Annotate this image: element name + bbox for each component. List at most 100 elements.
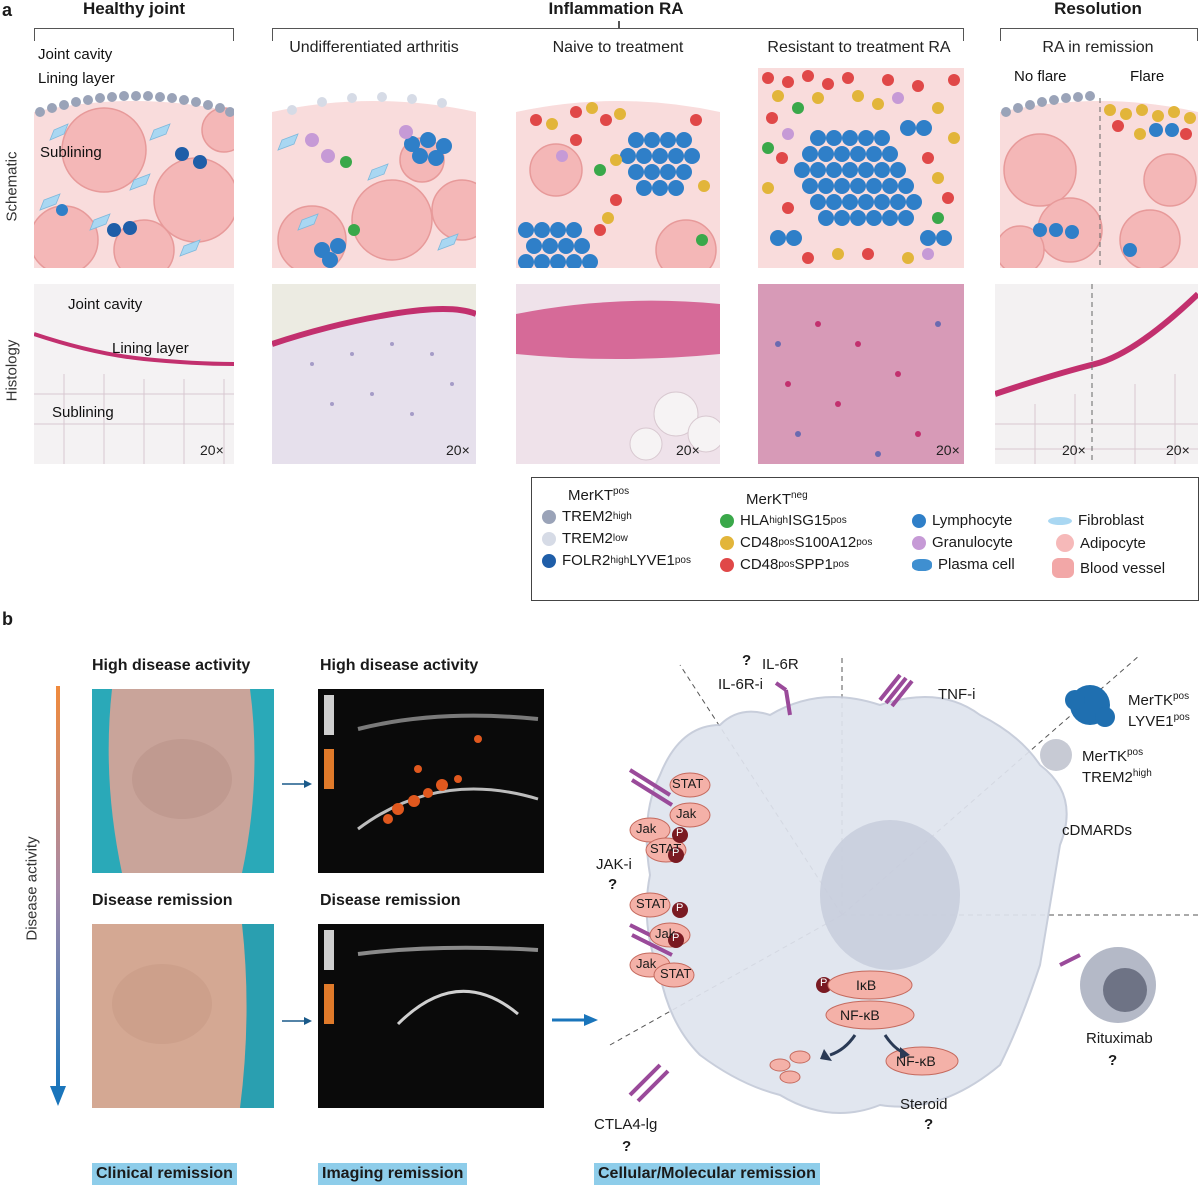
jak-i-question: ? — [608, 876, 618, 893]
folr2-icon — [542, 553, 556, 568]
cellular-remission-label: Cellular/Molecular remission — [594, 1163, 820, 1185]
legend-item-lymphocyte: Lymphocyte — [912, 512, 1012, 529]
legend-item-blood-vessel: Blood vessel — [1052, 558, 1165, 578]
label-ikb: IκB — [856, 977, 877, 993]
label-il6r-i: IL-6R-i — [718, 676, 764, 693]
label-nfkb-2: NF-κB — [896, 1053, 936, 1069]
col-title-naive: Naive to treatment — [552, 39, 684, 56]
histo-label-joint-cavity: Joint cavity — [68, 296, 143, 313]
label-p-4: P — [672, 932, 680, 944]
bracket-inflammation — [272, 21, 964, 41]
trem2-high-icon — [542, 509, 556, 524]
magnification-undifferentiated: 20× — [446, 442, 470, 458]
hla-icon — [720, 513, 734, 528]
group-title-inflammation: Inflammation RA — [548, 0, 684, 18]
clinical-remission-title: Disease remission — [92, 892, 233, 909]
magnification-naive: 20× — [676, 442, 700, 458]
legend-item-fibroblast: Fibroblast — [1048, 512, 1144, 529]
blood-vessel-icon — [1052, 558, 1074, 578]
label-il6r: IL-6R — [762, 656, 799, 673]
label-jak-1: Jak — [636, 821, 657, 836]
legend-item-plasma-cell: Plasma cell — [912, 556, 1015, 573]
label-p-3: P — [676, 902, 684, 914]
clinical-high-title: High disease activity — [92, 657, 251, 674]
knee-photo-remission — [92, 924, 274, 1108]
schematic-undifferentiated — [272, 92, 476, 268]
disease-activity-arrow — [50, 686, 66, 1106]
histology-healthy — [34, 284, 234, 464]
ctla4-question: ? — [622, 1138, 632, 1155]
group-title-resolution: Resolution — [1054, 0, 1142, 18]
label-cdmards: cDMARDs — [1062, 822, 1132, 839]
histology-naive — [516, 284, 720, 464]
label-sublining: Sublining — [40, 144, 102, 161]
macrophage-diagram — [609, 654, 1200, 1114]
label-flare: Flare — [1130, 68, 1165, 85]
label-jak-3: Jak — [655, 926, 676, 941]
label-jak-4: Jak — [636, 956, 657, 971]
label-lining-layer: Lining layer — [38, 70, 115, 87]
disease-activity-label: Disease activity — [23, 836, 41, 941]
label-joint-cavity: Joint cavity — [38, 46, 113, 63]
schematic-healthy — [34, 91, 234, 268]
magnification-healthy: 20× — [200, 442, 224, 458]
steroid-question: ? — [924, 1116, 934, 1133]
cd48-spp1-icon — [720, 557, 734, 572]
col-title-remission: RA in remission — [1042, 39, 1154, 56]
magnification-remission-flare: 20× — [1166, 442, 1190, 458]
panel-b-letter: b — [2, 609, 13, 629]
knee-photo-high — [92, 689, 274, 873]
imaging-remission-title: Disease remission — [320, 892, 461, 909]
legend-header-merkt-neg: MerKTneg — [746, 490, 808, 508]
histo-label-lining-layer: Lining layer — [112, 340, 189, 357]
magnification-remission-noflare: 20× — [1062, 442, 1086, 458]
plasma-cell-icon — [912, 558, 932, 571]
il6r-question: ? — [742, 652, 752, 669]
histology-undifferentiated — [272, 284, 476, 464]
clinical-remission-label: Clinical remission — [92, 1163, 237, 1185]
bracket-healthy — [34, 28, 234, 41]
arrow-to-cellular — [552, 1014, 598, 1026]
row-label-schematic: Schematic — [3, 151, 21, 222]
col-title-resistant: Resistant to treatment RA — [767, 39, 951, 56]
cd48-s100a12-icon — [720, 535, 734, 550]
label-jak-i: JAK-i — [596, 856, 632, 873]
lymphocyte-icon — [912, 513, 926, 528]
histology-remission — [995, 284, 1198, 464]
imaging-remission-label: Imaging remission — [318, 1163, 468, 1185]
label-stat-2: STAT — [672, 776, 704, 791]
label-tnf-i: TNF-i — [938, 686, 976, 703]
label-jak-2: Jak — [676, 806, 697, 821]
magnification-resistant: 20× — [936, 442, 960, 458]
label-stat-4: STAT — [660, 966, 692, 981]
arrow-clinical-to-imaging-remission — [282, 1017, 312, 1025]
legend-header-merkt-pos: MerKTpos — [568, 486, 630, 504]
legend-item-granulocyte: Granulocyte — [912, 534, 1013, 551]
panel-a-letter: a — [2, 0, 13, 20]
arrow-clinical-to-imaging-high — [282, 780, 312, 788]
col-title-undifferentiated: Undifferentiated arthritis — [289, 39, 459, 56]
bracket-resolution — [1000, 28, 1198, 41]
label-steroid: Steroid — [900, 1096, 948, 1113]
row-label-histology: Histology — [3, 339, 21, 402]
imaging-high-title: High disease activity — [320, 657, 479, 674]
granulocyte-icon — [912, 535, 926, 550]
fibroblast-icon — [1048, 516, 1072, 525]
group-title-healthy: Healthy joint — [82, 0, 185, 18]
histology-resistant — [758, 284, 964, 464]
rituximab-question: ? — [1108, 1052, 1118, 1069]
label-stat-3: STAT — [636, 896, 668, 911]
label-no-flare: No flare — [1014, 68, 1067, 85]
histo-label-sublining: Sublining — [52, 404, 114, 421]
legend-item-adipocyte: Adipocyte — [1056, 534, 1146, 552]
label-stat-1: STAT — [650, 841, 682, 856]
